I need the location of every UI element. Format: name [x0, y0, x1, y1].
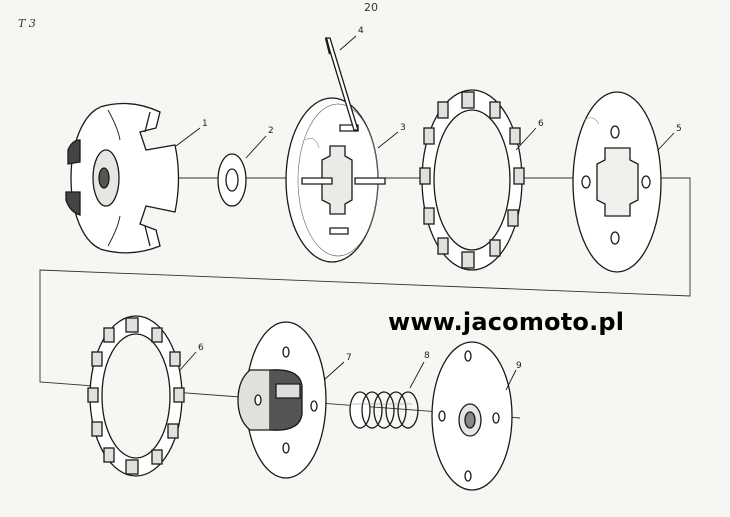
friction-disc-part-lower: [87, 315, 185, 477]
callout-2: 2: [268, 126, 274, 136]
callout-5: 5: [676, 124, 682, 134]
steel-plate-part: [572, 91, 662, 273]
pin-part: [324, 37, 359, 131]
callout-6-lower: 6: [198, 343, 204, 353]
friction-segments: [419, 91, 525, 269]
callout-8: 8: [424, 351, 430, 361]
callout-3: 3: [400, 123, 406, 133]
watermark-url[interactable]: www.jacomoto.pl: [388, 308, 625, 336]
clutch-basket-part: [65, 102, 180, 254]
corner-mark: T 3: [18, 17, 36, 30]
springs-part: [349, 391, 419, 429]
callout-7: 7: [346, 353, 352, 363]
callout-1: 1: [202, 119, 208, 129]
pressure-plate-hub-part: [237, 321, 327, 479]
friction-disc-part-upper: [419, 89, 525, 271]
leader-lines: [175, 35, 675, 391]
callout-numbers: 1 2 3 4 5 6 6 7 8 9: [198, 26, 682, 371]
callout-4: 4: [358, 26, 364, 36]
washer-part: [217, 153, 247, 207]
pressure-plate-with-pins-part: [285, 97, 386, 263]
cover-plate-part: [431, 341, 513, 491]
callout-6-upper: 6: [538, 119, 544, 129]
page-number: 20: [364, 1, 378, 14]
friction-segments-lower: [87, 317, 185, 475]
callout-9: 9: [516, 361, 522, 371]
